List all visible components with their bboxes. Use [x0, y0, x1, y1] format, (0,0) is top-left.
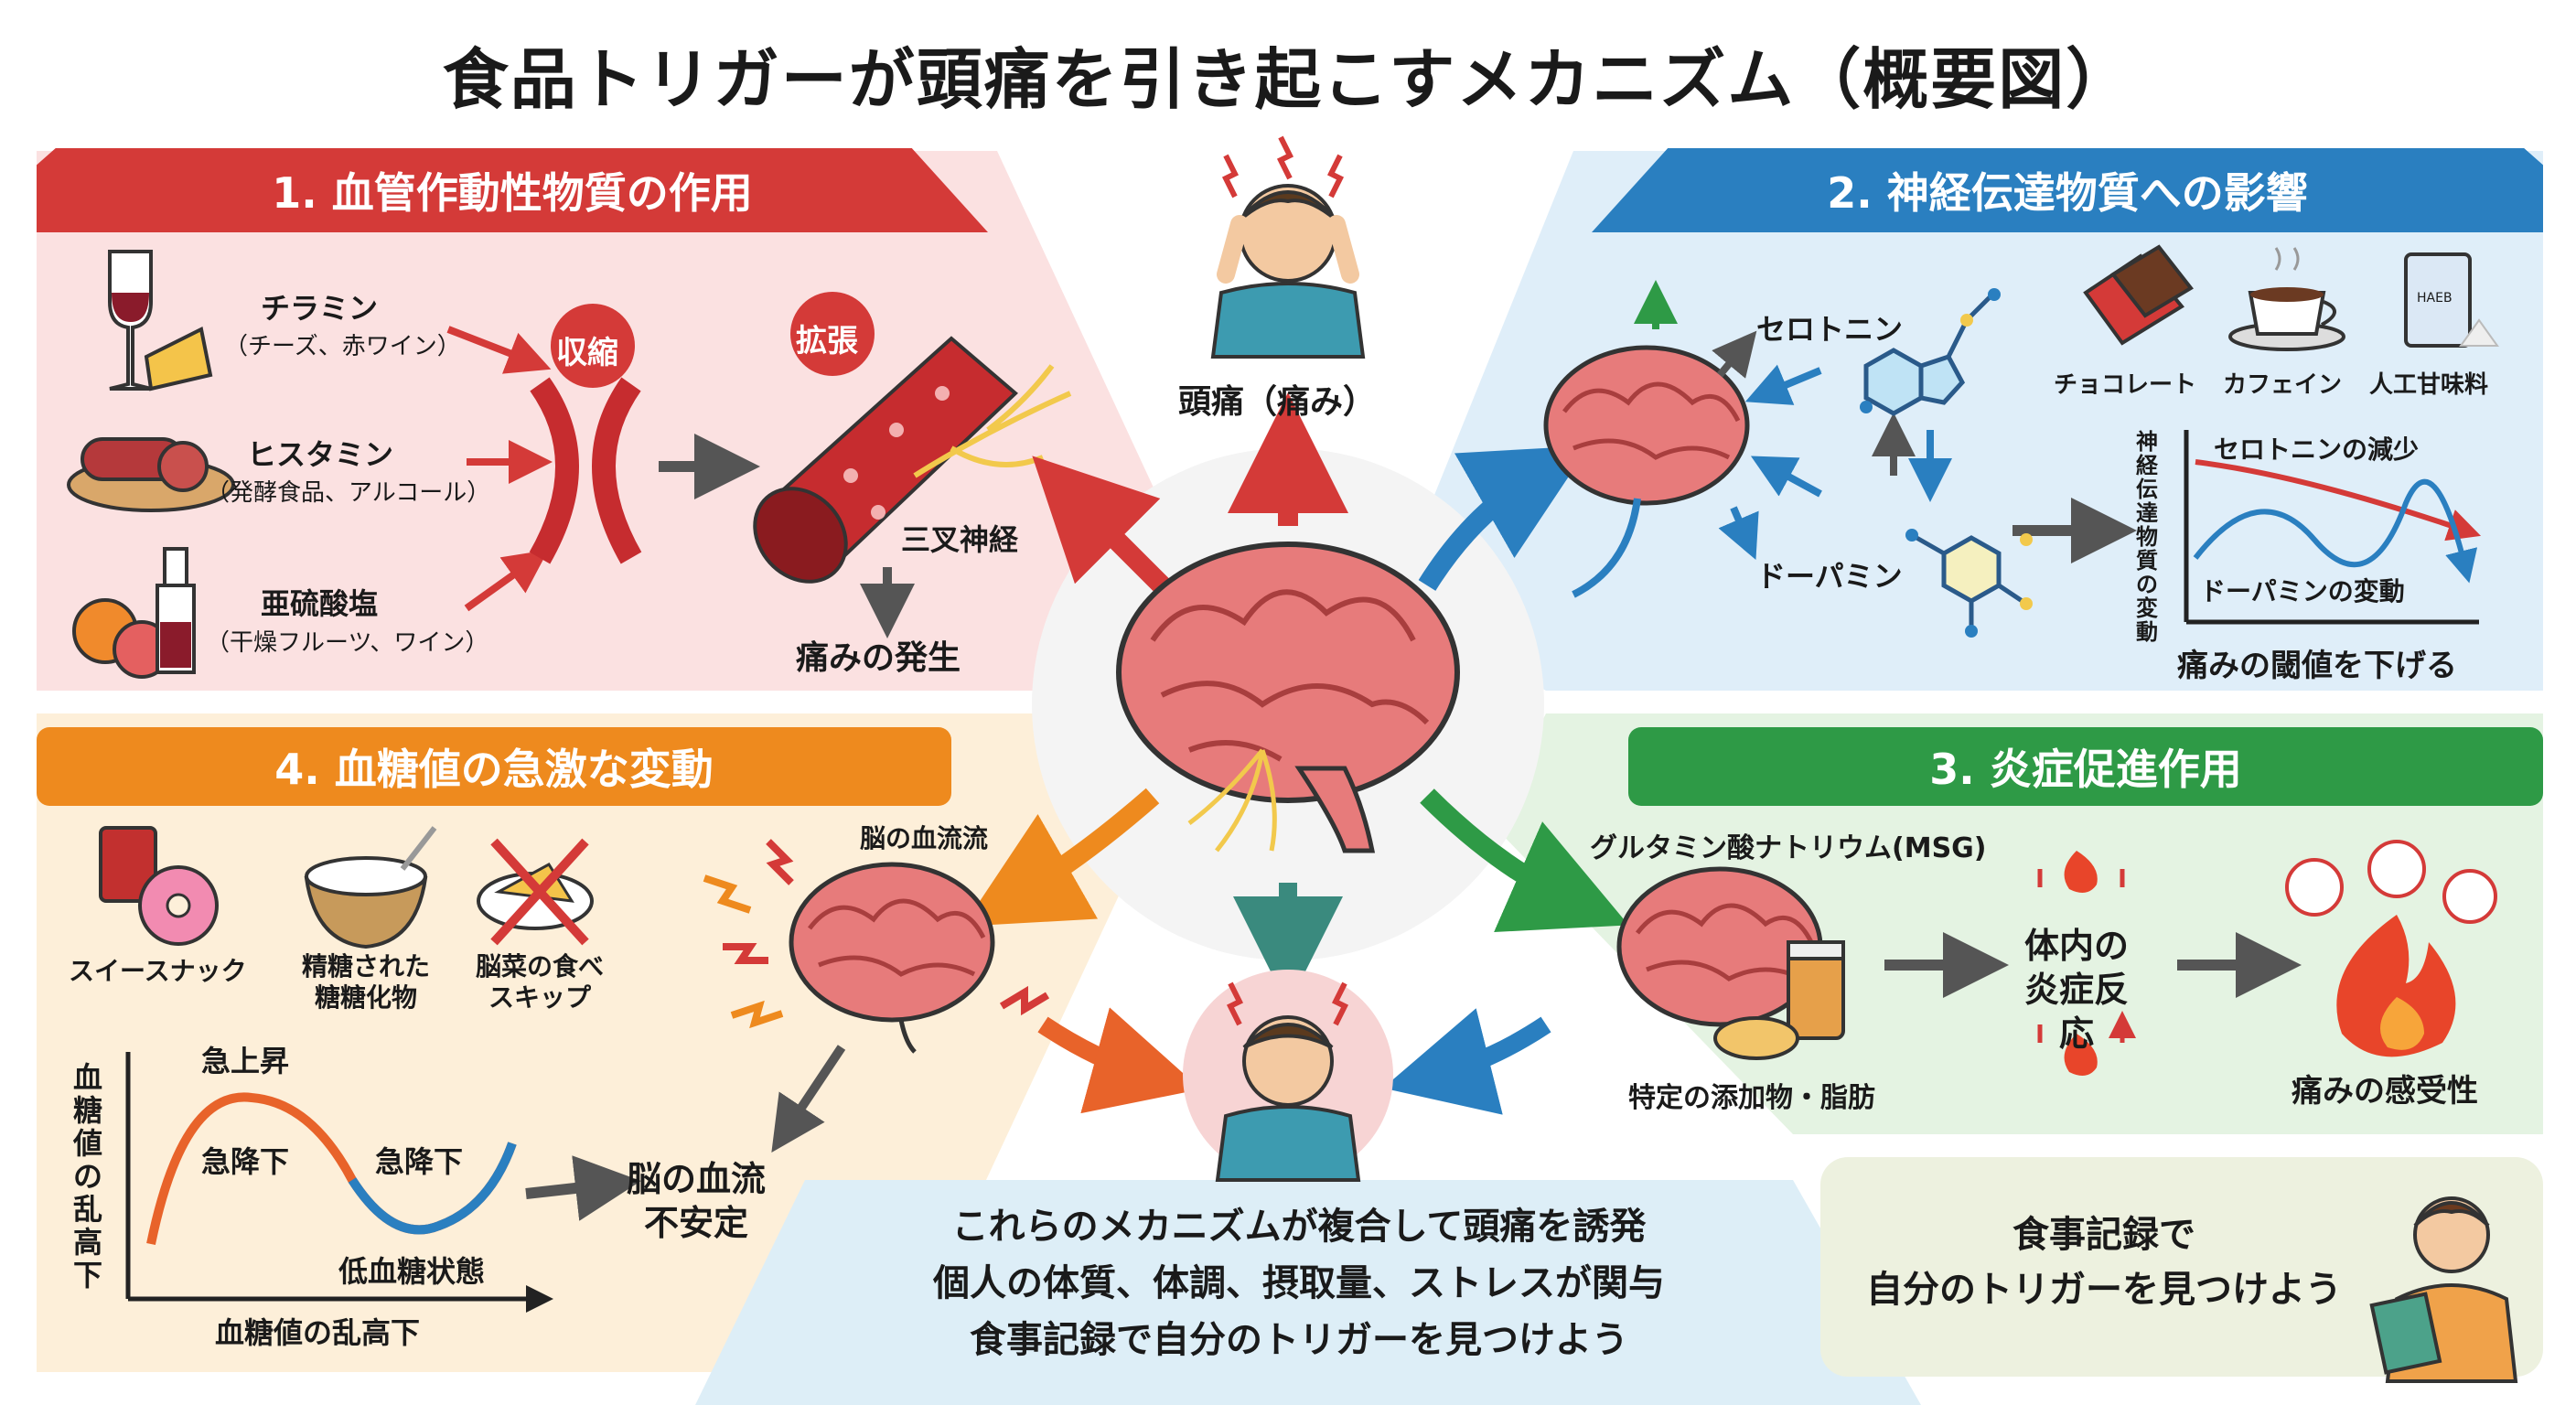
- section-3-heading: 3. 炎症促進作用: [1628, 727, 2543, 806]
- summary-text: これらのメカニズムが複合して頭痛を誘発 個人の体質、体調、摂取量、ストレスが関与…: [805, 1198, 1793, 1368]
- skip-meal-label: 脳菜の食べ スキップ: [476, 951, 604, 1014]
- y-axis-label: 血糖値の乱高下: [73, 1060, 103, 1292]
- snack-icon: [99, 826, 219, 946]
- inflammation-label: 体内の炎症反応: [2023, 926, 2129, 1054]
- arrow-center-s1: [1032, 456, 1174, 597]
- threshold-label: 痛みの閾値を下げる: [2177, 648, 2457, 684]
- serotonin-molecule-icon: [1860, 288, 2001, 416]
- tyramine-source: （チーズ、赤ワイン）: [224, 333, 461, 360]
- brain-center-icon: [1116, 542, 1460, 853]
- chocolate-label: チョコレート: [2054, 371, 2197, 399]
- panel-2-bg: [1390, 151, 2543, 691]
- msg-label: グルタミン酸ナトリウム(MSG): [1590, 832, 1987, 864]
- person-notebook-icon: [2369, 1196, 2518, 1383]
- serotonin-label: セロトニン: [1756, 312, 1904, 347]
- skipped-meal-icon: [477, 838, 594, 946]
- wine-cheese-icon: [108, 250, 213, 391]
- brain-s2-icon: [1543, 345, 1750, 598]
- contract-badge: [551, 304, 635, 388]
- neurotransmitter-graph: [2184, 430, 2482, 625]
- tip-line-2: 自分のトリガーを見つけよう: [1866, 1269, 2342, 1311]
- flame-small-icons: [2037, 851, 2122, 1076]
- rice-bowl-icon: [304, 826, 437, 949]
- arrow-s4-bottom: [1037, 1007, 1201, 1114]
- summary-line-2: 個人の体質、体調、摂取量、ストレスが関与: [933, 1262, 1665, 1304]
- blood-sugar-graph: [125, 1052, 553, 1313]
- refined-carb-line-2: 糖糖化物: [315, 982, 418, 1013]
- tip-line-1: 食事記録で: [2012, 1214, 2195, 1256]
- arrow-tyramine: [446, 326, 552, 374]
- hypoglycemia-label: 低血糖状態: [338, 1254, 486, 1289]
- dopamine-molecule-icon: [1905, 529, 2033, 638]
- serotonin-drop-label: セロトニンの減少: [2214, 434, 2420, 465]
- rise-label: 急上昇: [201, 1044, 290, 1078]
- sweet-snack-label: スイースナック: [69, 956, 247, 986]
- x-axis-label: 血糖値の乱高下: [215, 1315, 421, 1350]
- serotonin-curve: [2195, 459, 2482, 542]
- dilated-vessel: [753, 336, 1072, 584]
- arrow-sulfite: [464, 550, 549, 612]
- summary-line-3: 食事記録で自分のトリガーを見つけよう: [970, 1319, 1628, 1361]
- brain-s4-icon: [789, 862, 995, 1054]
- sulfite-label: 亜硫酸塩: [261, 586, 379, 621]
- tip-text: 食事記録で 自分のトリガーを見つけよう: [1839, 1207, 2369, 1317]
- drop-label-2: 急降下: [375, 1144, 464, 1179]
- section-4-heading: 4. 血糖値の急激な変動: [37, 727, 951, 806]
- headache-label: 頭痛（痛み）: [1178, 383, 1377, 421]
- fruit-wine-icon: [72, 547, 196, 679]
- graph-y-axis-label: 神経伝達物質の変動: [2136, 429, 2158, 645]
- person-headache-top-icon: [1210, 135, 1366, 359]
- summary-line-1: これらのメカニズムが複合して頭痛を誘発: [951, 1206, 1647, 1248]
- section-1-heading: 1. 血管作動性物質の作用: [37, 148, 988, 232]
- bloodflow-label: 脳の血流流: [860, 823, 989, 853]
- dilate-badge: [790, 292, 875, 376]
- dopamine-curve: [2193, 478, 2478, 584]
- sweetener-bag-icon: [2404, 252, 2499, 348]
- refined-carb-label: 精糖された 糖糖化物: [302, 951, 430, 1014]
- sweetener-bag-label: HAEB: [2417, 291, 2453, 306]
- arrow-center-s3: [1420, 788, 1629, 932]
- pain-label: 痛みの発生: [796, 639, 961, 677]
- constricted-vessel: [529, 377, 642, 564]
- contract-label: 収縮: [556, 335, 618, 371]
- histamine-label: ヒスタミン: [247, 437, 394, 472]
- sulfite-source: （干燥フルーツ、ワイン）: [206, 629, 489, 657]
- unstable-label: 脳の血流 不安定: [627, 1157, 766, 1245]
- arrow-center-s4: [962, 788, 1160, 927]
- arrow-s3-bottom: [1382, 1008, 1551, 1115]
- coffee-cup-icon: [2228, 247, 2345, 351]
- dopamine-label: ドーパミン: [1756, 559, 1903, 594]
- histamine-source: （発酵食品、アルコール）: [206, 479, 491, 507]
- skip-meal-line-1: 脳菜の食べ: [476, 951, 605, 981]
- person-headache-bottom-icon: [1183, 970, 1393, 1182]
- panel-summary-bg: [695, 1180, 1921, 1405]
- dilate-label: 拡張: [796, 323, 858, 359]
- brain-s3-icon: [1616, 866, 1823, 1027]
- refined-carb-line-1: 精糖された: [302, 951, 431, 981]
- dopamine-change-label: ドーパミンの変動: [2200, 576, 2405, 606]
- section-2-heading: 2. 神経伝達物質への影響: [1592, 148, 2543, 232]
- arrow-to-unstable: [525, 1155, 641, 1221]
- sensitivity-label: 痛みの感受性: [2292, 1073, 2478, 1110]
- caffeine-label: カフェイン: [2223, 371, 2343, 399]
- sweetener-label: 人工甘味料: [2369, 371, 2489, 399]
- salami-icon: [67, 437, 235, 512]
- panel-tip-bg: [1820, 1157, 2543, 1377]
- additives-label: 特定の添加物・脂肪: [1628, 1082, 1875, 1114]
- unstable-line-1: 脳の血流: [627, 1159, 767, 1199]
- skip-meal-line-2: スキップ: [488, 982, 592, 1013]
- arrow-center-s2: [1418, 445, 1590, 591]
- drop-label-1: 急降下: [201, 1144, 290, 1179]
- trigeminal-label: 三叉神経: [901, 522, 1019, 557]
- big-flame-icon: [2285, 840, 2497, 1057]
- unstable-line-2: 不安定: [644, 1203, 749, 1243]
- arrow-bloodflow-down: [771, 1045, 846, 1153]
- page-title: 食品トリガーが頭痛を引き起こすメカニズム（概要図）: [442, 41, 2134, 118]
- shock-bolts-icon: [703, 839, 1050, 1029]
- supplement-jar-icon: [1713, 940, 1845, 1060]
- tyramine-label: チラミン: [261, 291, 379, 326]
- chocolate-icon: [2083, 244, 2194, 346]
